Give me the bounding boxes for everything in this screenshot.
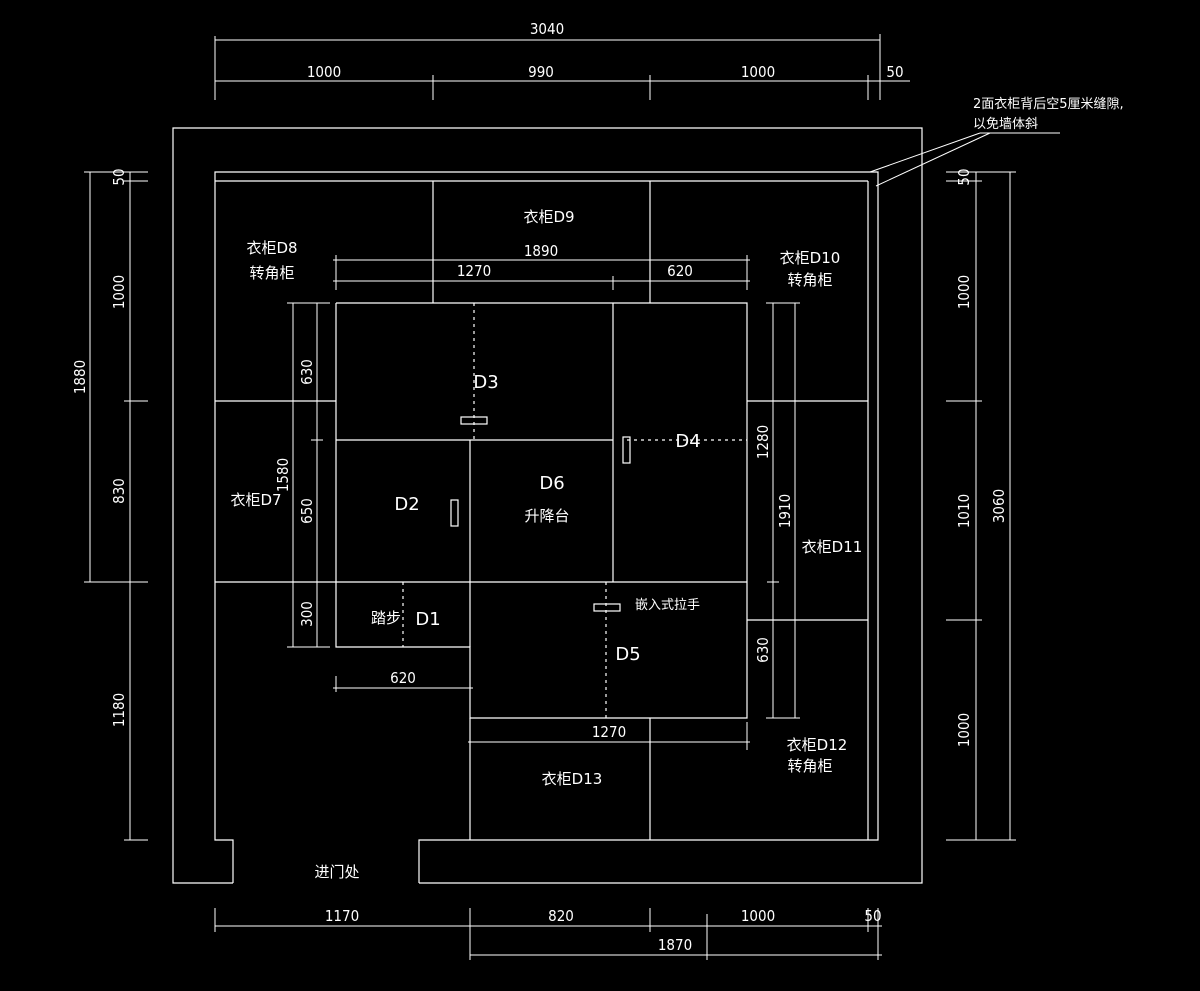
outer-wall	[172, 127, 923, 884]
label-d10-line2: 转角柜	[787, 271, 832, 289]
top-dimensions	[214, 34, 910, 100]
dim-left-d: 1180	[110, 693, 128, 727]
d3-handle-icon	[460, 416, 488, 425]
dim-right-d: 1000	[955, 713, 973, 747]
label-step: 踏步	[371, 609, 401, 627]
label-d13: 衣柜D13	[542, 770, 603, 788]
dim-right-inner-a: 1280	[754, 425, 772, 459]
label-d9: 衣柜D9	[523, 208, 574, 226]
label-handle: 嵌入式拉手	[635, 598, 700, 613]
annotation-line1: 2面衣柜背后空5厘米缝隙,	[973, 96, 1124, 112]
label-d12-line1: 衣柜D12	[787, 736, 848, 754]
dim-left-b: 1000	[110, 275, 128, 309]
right-inner-dimensions	[766, 302, 800, 719]
label-entrance: 进门处	[314, 863, 359, 881]
d4-handle-icon	[622, 436, 631, 464]
dim-top-total: 3040	[530, 20, 564, 38]
label-d2: D2	[394, 494, 419, 515]
dim-left-inner-a: 630	[298, 359, 316, 385]
left-dimensions	[84, 171, 148, 841]
dim-left-total: 1880	[71, 360, 89, 394]
dim-right-inner-total: 1910	[776, 494, 794, 528]
label-d11: 衣柜D11	[802, 538, 863, 556]
dim-bottom-total: 1870	[658, 936, 692, 954]
inner-top-dimension	[333, 255, 750, 290]
dim-top-d: 50	[886, 63, 903, 81]
bottom-dimensions	[214, 908, 882, 960]
d2-handle-icon	[450, 499, 459, 527]
annotation-leader	[869, 132, 1060, 187]
dim-left-c: 830	[110, 478, 128, 504]
label-d6-sub: 升降台	[524, 507, 569, 525]
inner-bottom-dimensions	[333, 676, 750, 750]
dim-bottom-b: 820	[548, 907, 574, 925]
dim-left-inner-b: 650	[298, 498, 316, 524]
annotation-line2: 以免墙体斜	[973, 117, 1038, 132]
dim-right-total: 3060	[990, 489, 1008, 523]
label-d4: D4	[675, 431, 700, 452]
label-d8-line2: 转角柜	[249, 264, 294, 282]
dim-inner-bottom-620: 620	[390, 669, 416, 687]
dim-right-c: 1010	[955, 494, 973, 528]
left-inner-dimensions	[287, 302, 330, 648]
label-d1: D1	[415, 609, 440, 630]
label-d12-line2: 转角柜	[787, 757, 832, 775]
dim-inner-total: 1890	[524, 242, 558, 260]
dim-left-a: 50	[110, 168, 128, 185]
label-d8-line1: 衣柜D8	[246, 239, 297, 257]
dim-inner-b: 620	[667, 262, 693, 280]
dim-right-b: 1000	[955, 275, 973, 309]
wardrobe-partitions	[215, 181, 868, 840]
label-d5: D5	[615, 644, 640, 665]
central-platform	[335, 302, 748, 719]
dim-top-c: 1000	[741, 63, 775, 81]
dim-bottom-a: 1170	[325, 907, 359, 925]
right-dimensions	[946, 171, 1016, 841]
label-d3: D3	[473, 372, 498, 393]
dim-left-inner-c: 300	[298, 601, 316, 627]
dim-inner-bottom-1270: 1270	[592, 723, 626, 741]
label-d7: 衣柜D7	[230, 491, 281, 509]
dim-bottom-d: 50	[864, 907, 881, 925]
dim-right-a: 50	[955, 168, 973, 185]
dim-inner-a: 1270	[457, 262, 491, 280]
label-d6: D6	[539, 473, 564, 494]
label-d10-line1: 衣柜D10	[780, 249, 841, 267]
dim-left-inner-total: 1580	[274, 458, 292, 492]
dim-right-inner-b: 630	[754, 637, 772, 663]
d5-handle-icon	[593, 603, 621, 612]
dim-top-b: 990	[528, 63, 554, 81]
dim-top-a: 1000	[307, 63, 341, 81]
dim-bottom-c: 1000	[741, 907, 775, 925]
